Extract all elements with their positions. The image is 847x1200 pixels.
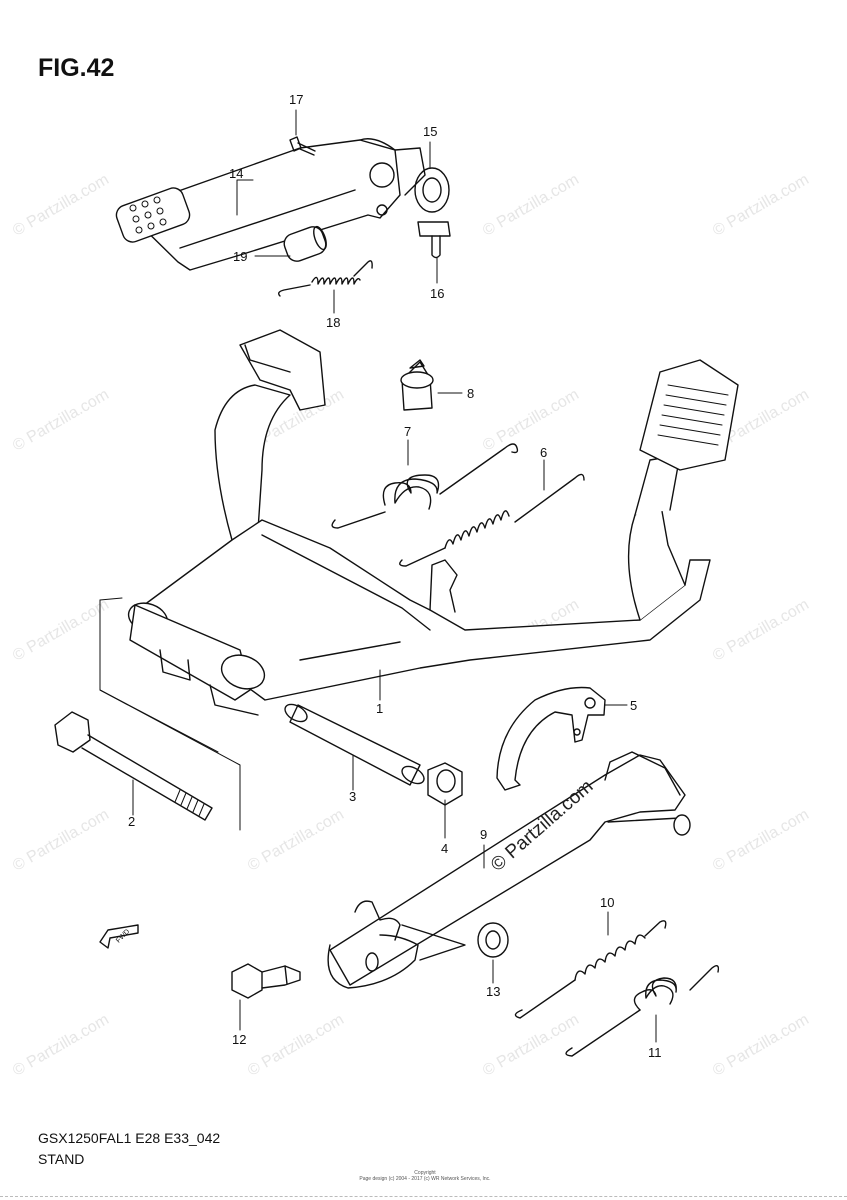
washer-part-13 [477, 922, 509, 958]
part-label-15: 15 [423, 124, 438, 139]
footer-line-2: Page design (c) 2004 - 2017 (c) WR Netwo… [359, 1176, 491, 1182]
reference-frame [99, 597, 241, 831]
part-label-1: 1 [376, 701, 384, 716]
forward-arrow-icon: FWD [99, 924, 139, 949]
pedal-lever-part-14 [115, 138, 426, 271]
part-label-2: 2 [128, 814, 136, 829]
pin-part-16 [417, 221, 451, 259]
side-stand-part-9 [327, 751, 691, 989]
part-label-6: 6 [540, 445, 548, 460]
figure-code: GSX1250FAL1 E28 E33_042 [38, 1130, 221, 1146]
section-title: STAND [38, 1151, 85, 1167]
bottom-border [0, 1196, 847, 1197]
part-label-3: 3 [349, 789, 357, 804]
pivot-bolt-part-2 [54, 711, 213, 821]
bracket-part-5 [496, 686, 606, 791]
stopper-part-8 [400, 359, 434, 411]
part-label-11: 11 [648, 1045, 662, 1060]
washer-part-15 [414, 167, 450, 213]
part-label-19: 19 [233, 249, 248, 264]
part-label-9: 9 [480, 827, 488, 842]
bolt-part-12 [231, 963, 301, 999]
part-label-8: 8 [467, 386, 475, 401]
part-label-18: 18 [326, 315, 341, 330]
part-label-13: 13 [486, 984, 501, 999]
footer-line-1: Copyright [414, 1170, 436, 1176]
part-label-17: 17 [289, 92, 304, 107]
nut-part-4 [427, 762, 463, 806]
part-label-10: 10 [600, 895, 615, 910]
center-stand-part-1 [127, 329, 739, 716]
spacer-part-19 [283, 225, 327, 262]
spring-part-18 [277, 260, 373, 297]
part-label-4: 4 [441, 841, 449, 856]
part-label-7: 7 [404, 424, 412, 439]
part-label-14: 14 [229, 166, 244, 181]
spring-part-10 [514, 920, 667, 1019]
bolt-part-17 [289, 136, 316, 156]
spring-part-6 [399, 473, 585, 567]
pivot-sleeve-part-3 [284, 703, 425, 786]
part-label-16: 16 [430, 286, 445, 301]
leader-lines [132, 109, 657, 1043]
part-label-12: 12 [232, 1032, 247, 1047]
part-label-5: 5 [630, 698, 638, 713]
spring-part-11 [565, 965, 720, 1057]
figure-title: FIG.42 [38, 54, 115, 82]
spring-part-7 [331, 443, 519, 529]
footer-copyright: Copyright Page design (c) 2004 - 2017 (c… [355, 1170, 495, 1182]
